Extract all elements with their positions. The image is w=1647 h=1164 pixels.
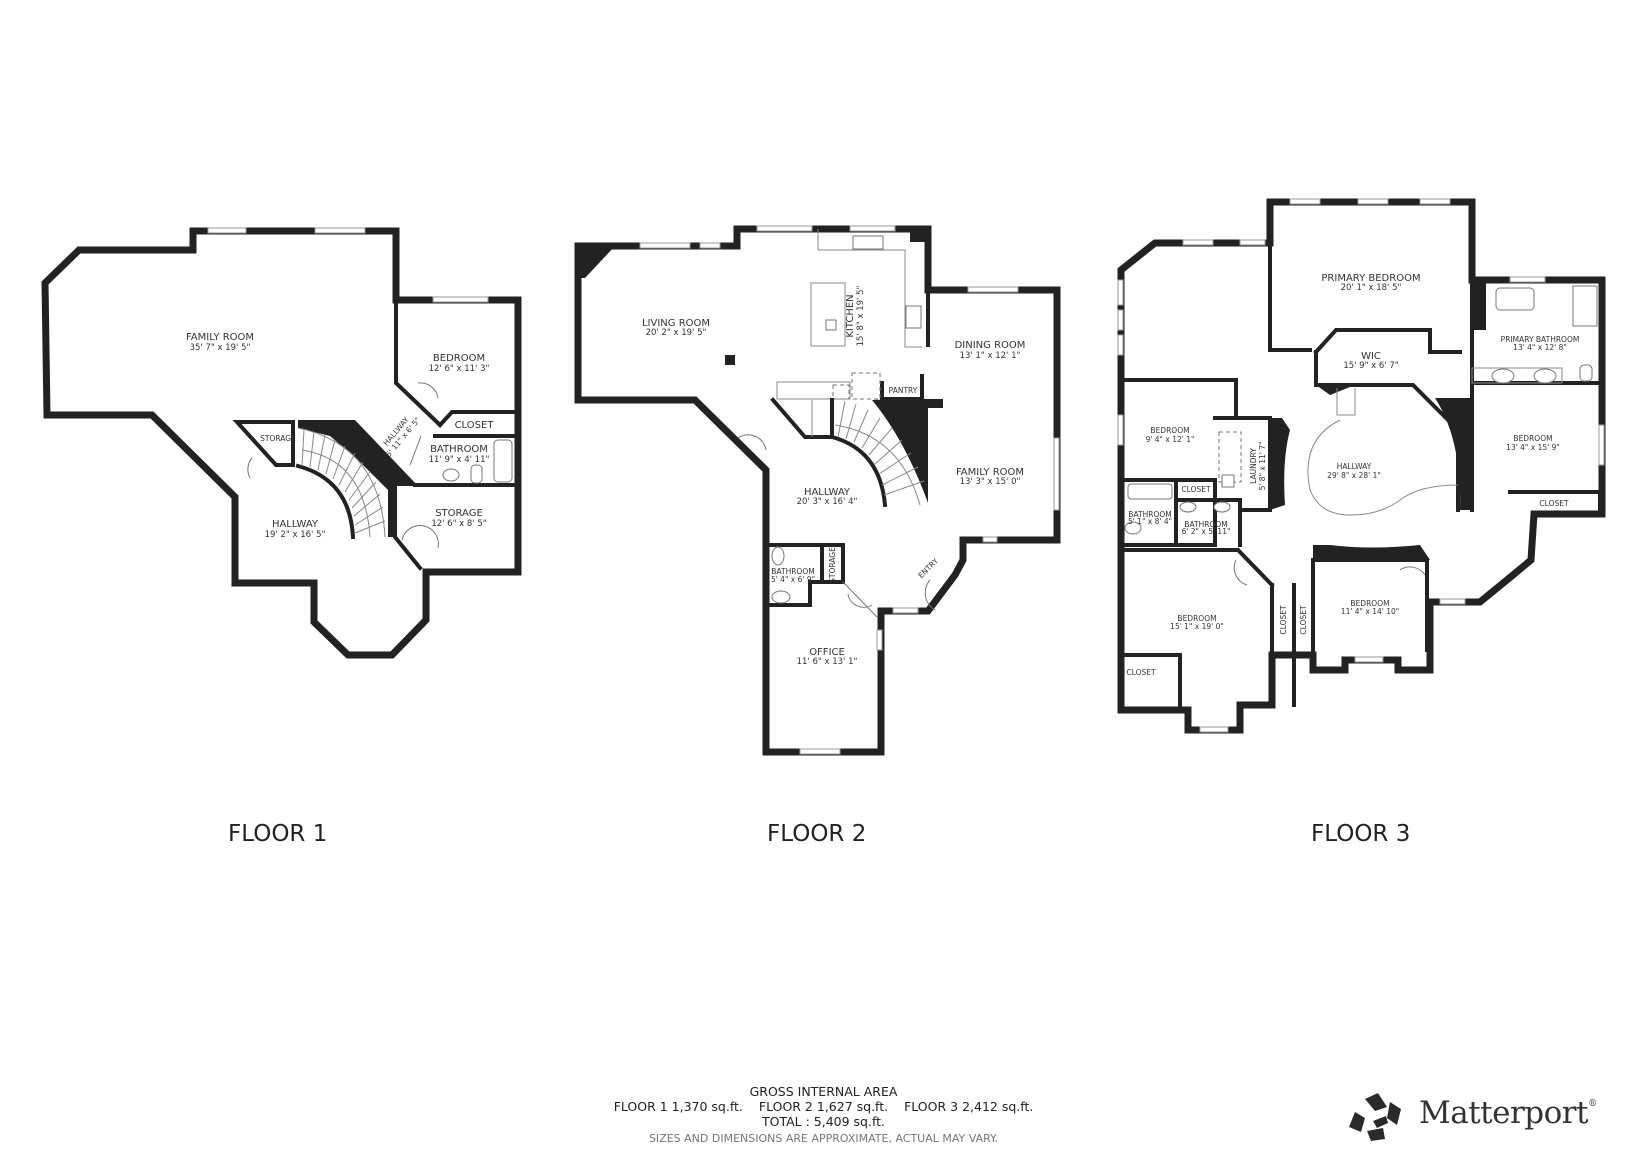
room-dims: 15' 1" x 19' 0" xyxy=(1170,622,1224,631)
room-name: CLOSET xyxy=(1539,499,1569,508)
room-name: BATHROOM xyxy=(1184,520,1227,529)
room-dims: 5' 1" x 8' 4" xyxy=(1128,517,1172,526)
gross-area-title: GROSS INTERNAL AREA xyxy=(749,1084,898,1099)
room-name: BEDROOM xyxy=(1513,434,1552,443)
room-name: LAUNDRY xyxy=(1249,448,1258,484)
floor-3-plan: PRIMARY BEDROOM 20' 1" x 18' 5" WIC 15' … xyxy=(1117,198,1606,734)
floor-1-plan: FAMILY ROOM 35' 7" x 19' 5" BEDROOM 12' … xyxy=(41,227,522,659)
room-dims: 6' 2" x 5' 11" xyxy=(1182,527,1231,536)
room-dims: 5' 4" x 6' 9" xyxy=(771,575,815,584)
room-name: CLOSET xyxy=(1279,605,1288,635)
room-name: BEDROOM xyxy=(433,353,485,364)
floor-1-label: FLOOR 1 xyxy=(228,821,328,847)
registered-mark: ® xyxy=(1588,1099,1597,1109)
room-dims: 5' 8" x 11' 7" xyxy=(1258,442,1267,491)
room-name: STORAGE xyxy=(435,508,483,519)
disclaimer: SIZES AND DIMENSIONS ARE APPROXIMATE, AC… xyxy=(648,1132,999,1145)
room-name: BATHROOM xyxy=(771,567,814,576)
room-name: CLOSET xyxy=(1181,485,1211,494)
area-summary: GROSS INTERNAL AREA FLOOR 1 1,370 sq.ft.… xyxy=(0,1084,1647,1147)
room-dims: 29' 8" x 28' 1" xyxy=(1327,471,1381,480)
floor-3-label: FLOOR 3 xyxy=(1311,821,1411,847)
room-dims: 11' 6" x 13' 1" xyxy=(797,657,858,667)
room-name: PRIMARY BATHROOM xyxy=(1501,335,1580,344)
brand-name: Matterport xyxy=(1419,1095,1589,1131)
room-name: HALLWAY xyxy=(1337,462,1372,471)
floor-3-area: FLOOR 3 2,412 sq.ft. xyxy=(904,1099,1034,1114)
room-dims: 11' 4" x 14' 10" xyxy=(1341,607,1399,616)
room-name: HALLWAY xyxy=(272,519,319,530)
room-name: CLOSET xyxy=(455,420,495,431)
room-name: PANTRY xyxy=(889,386,918,395)
room-dims: 35' 7" x 19' 5" xyxy=(190,343,251,353)
room-dims: 20' 3" x 16' 4" xyxy=(797,497,858,507)
room-name: PRIMARY BEDROOM xyxy=(1321,273,1420,284)
room-name: FAMILY ROOM xyxy=(186,332,254,343)
room-dims: 19' 2" x 16' 5" xyxy=(265,530,326,540)
room-name: HALLWAY xyxy=(804,487,851,498)
room-dims: 13' 3" x 15' 0" xyxy=(960,477,1021,487)
matterport-logo: Matterport® xyxy=(1343,1085,1633,1145)
room-dims: 15' 9" x 6' 7" xyxy=(1343,361,1398,371)
floor-2-label: FLOOR 2 xyxy=(767,821,867,847)
room-name: CLOSET xyxy=(1299,605,1308,635)
floor-1-area: FLOOR 1 1,370 sq.ft. xyxy=(613,1099,743,1114)
room-name: STORAGE xyxy=(260,434,296,443)
matterport-logo-icon xyxy=(1349,1093,1401,1141)
room-name: KITCHEN xyxy=(845,294,856,337)
room-dims: 20' 2" x 19' 5" xyxy=(646,328,707,338)
room-name: FAMILY ROOM xyxy=(956,467,1024,478)
floor-2-plan: LIVING ROOM 20' 2" x 19' 5" KITCHEN 15' … xyxy=(574,225,1061,756)
room-name: ENTRY xyxy=(916,556,940,580)
floor-2-area: FLOOR 2 1,627 sq.ft. xyxy=(758,1099,889,1114)
room-name: BATHROOM xyxy=(1128,510,1171,519)
room-dims: 13' 4" x 15' 9" xyxy=(1506,443,1560,452)
room-dims: 12' 6" x 11' 3" xyxy=(429,364,490,374)
room-dims: 20' 1" x 18' 5" xyxy=(1341,283,1402,293)
room-name: BEDROOM xyxy=(1350,599,1389,608)
room-dims: 13' 1" x 12' 1" xyxy=(960,351,1021,361)
room-dims: 9' 4" x 12' 1" xyxy=(1146,435,1195,444)
floor-areas: FLOOR 1 1,370 sq.ft. FLOOR 2 1,627 sq.ft… xyxy=(0,1099,1647,1114)
total-area: TOTAL : 5,409 sq.ft. xyxy=(761,1114,886,1129)
room-dims: 13' 4" x 12' 8" xyxy=(1513,343,1567,352)
room-name: BEDROOM xyxy=(1150,426,1189,435)
room-name: STORAGE xyxy=(828,547,837,583)
room-name: DINING ROOM xyxy=(955,340,1026,351)
room-name: CLOSET xyxy=(1126,668,1156,677)
room-dims: 12' 6" x 8' 5" xyxy=(431,519,486,529)
room-name: BATHROOM xyxy=(430,444,488,455)
room-dims: 15' 8" x 19' 5" xyxy=(856,286,866,347)
room-dims: 11' 9" x 4' 11" xyxy=(429,455,490,465)
room-name: WIC xyxy=(1361,351,1381,362)
room-name: BEDROOM xyxy=(1177,614,1216,623)
room-name: LIVING ROOM xyxy=(642,318,710,329)
room-name: OFFICE xyxy=(809,647,845,658)
